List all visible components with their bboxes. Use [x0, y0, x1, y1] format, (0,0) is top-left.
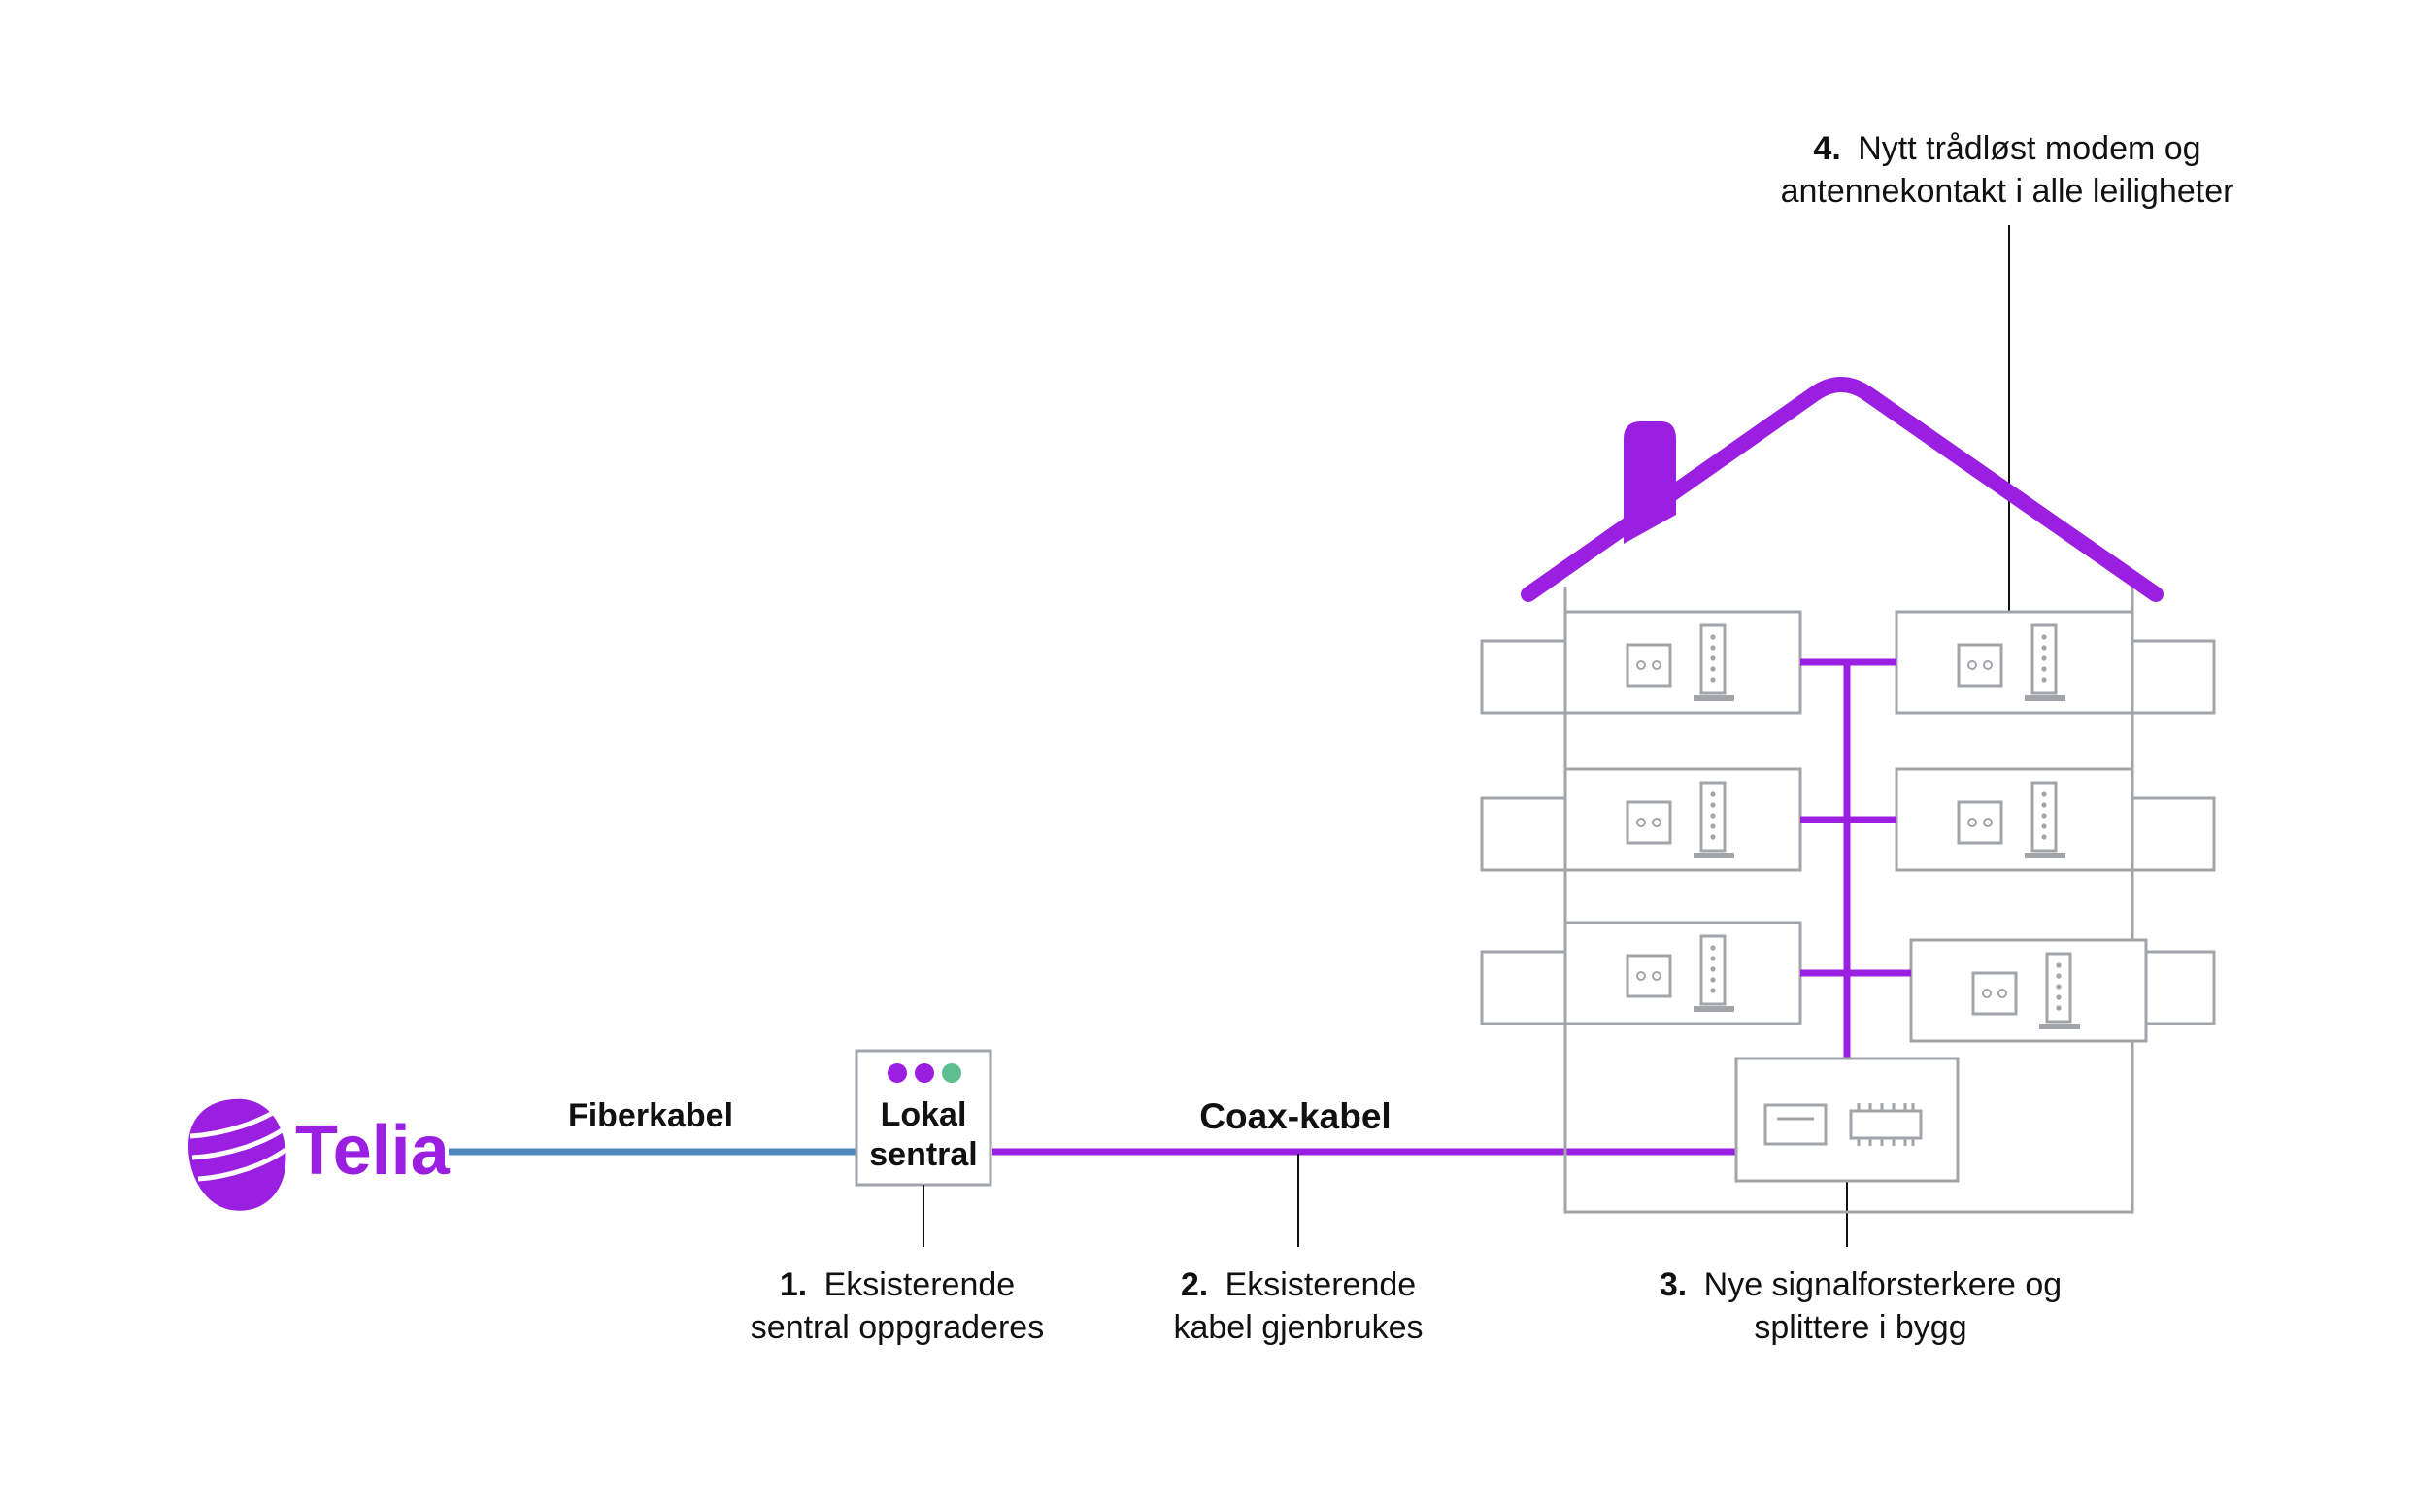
floor-3: [1480, 610, 2216, 715]
callout-2-number: 2.: [1181, 1266, 1208, 1303]
callout-4: 4. Nytt trådløst modem og antennekontakt…: [1781, 130, 2234, 210]
antenna-socket-icon: [1957, 643, 2003, 688]
coax-cable-label: Coax-kabel: [1199, 1096, 1391, 1136]
status-dot-purple: [915, 1063, 934, 1083]
callout-1-line1: Eksisterende: [824, 1266, 1016, 1303]
apartment-box: [1895, 610, 2134, 715]
apartment-box: [1563, 767, 1802, 872]
callout-4-number: 4.: [1813, 130, 1840, 167]
svg-text:2. Eksisterende: 2. Eksisterende: [1181, 1266, 1416, 1303]
antenna-socket-icon: [1626, 800, 1672, 845]
fiber-cable-label: Fiberkabel: [568, 1097, 733, 1134]
callout-1: 1. Eksisterende sentral oppgraderes: [751, 1266, 1044, 1346]
central-label-line1: Lokal: [881, 1096, 967, 1133]
apartment-building: [1480, 377, 2216, 1214]
wireless-modem-icon: [2025, 781, 2065, 858]
telia-logo: Telia: [188, 1098, 451, 1211]
apartment-box: [1909, 938, 2148, 1043]
central-label-line2: sentral: [869, 1136, 978, 1173]
splitter-icon: [1849, 1103, 1923, 1146]
svg-text:4. Nytt trådløst modem o: 4. Nytt trådløst modem og: [1813, 130, 2200, 167]
floor-2: [1480, 767, 2216, 872]
callout-1-number: 1.: [780, 1266, 807, 1303]
balcony-right: [2131, 796, 2216, 872]
floor-1: [1480, 921, 2216, 1043]
svg-text:3. Nye signalforsterkere: 3. Nye signalforsterkere og: [1660, 1266, 2062, 1303]
basement-equipment-box: [1734, 1057, 1960, 1183]
signal-amplifier-icon: [1763, 1103, 1828, 1146]
antenna-socket-icon: [1626, 954, 1672, 998]
callout-4-line1: Nytt trådløst modem og: [1858, 130, 2200, 167]
antenna-socket-icon: [1957, 800, 2003, 845]
telia-pebble-icon: [188, 1098, 289, 1211]
balcony-left: [1480, 796, 1567, 872]
callout-2-line2: kabel gjenbrukes: [1173, 1309, 1423, 1346]
wireless-modem-icon: [1694, 781, 1734, 858]
callout-3: 3. Nye signalforsterkere og splittere i …: [1660, 1266, 2062, 1346]
wireless-modem-icon: [1694, 623, 1734, 701]
status-dot-purple: [888, 1063, 907, 1083]
local-central-box: Lokal sentral: [855, 1049, 992, 1187]
callout-2-line1: Eksisterende: [1225, 1266, 1417, 1303]
callout-1-line2: sentral oppgraderes: [751, 1309, 1044, 1346]
status-dot-green: [942, 1063, 961, 1083]
apartment-box: [1563, 610, 1802, 715]
balcony-left: [1480, 639, 1567, 715]
apartment-box: [1895, 767, 2134, 872]
callout-2: 2. Eksisterende kabel gjenbrukes: [1173, 1266, 1423, 1346]
telia-logo-text: Telia: [295, 1112, 451, 1190]
callout-3-line2: splittere i bygg: [1754, 1309, 1966, 1346]
wireless-modem-icon: [2039, 952, 2080, 1029]
callout-3-number: 3.: [1660, 1266, 1687, 1303]
roof-icon: [1521, 377, 2164, 602]
building-outline: [1563, 587, 2134, 1214]
wireless-modem-icon: [2025, 623, 2065, 701]
apartment-box: [1563, 921, 1802, 1025]
wireless-modem-icon: [1694, 934, 1734, 1012]
balcony-left: [1480, 950, 1567, 1025]
antenna-socket-icon: [1971, 971, 2018, 1016]
apartment-devices: [1626, 623, 2080, 1029]
balcony-right: [2131, 639, 2216, 715]
svg-text:1. Eksisterende: 1. Eksisterende: [780, 1266, 1015, 1303]
callout-4-line2: antennekontakt i alle leiligheter: [1781, 173, 2234, 210]
callout-3-line1: Nye signalforsterkere og: [1704, 1266, 2063, 1303]
antenna-socket-icon: [1626, 643, 1672, 688]
